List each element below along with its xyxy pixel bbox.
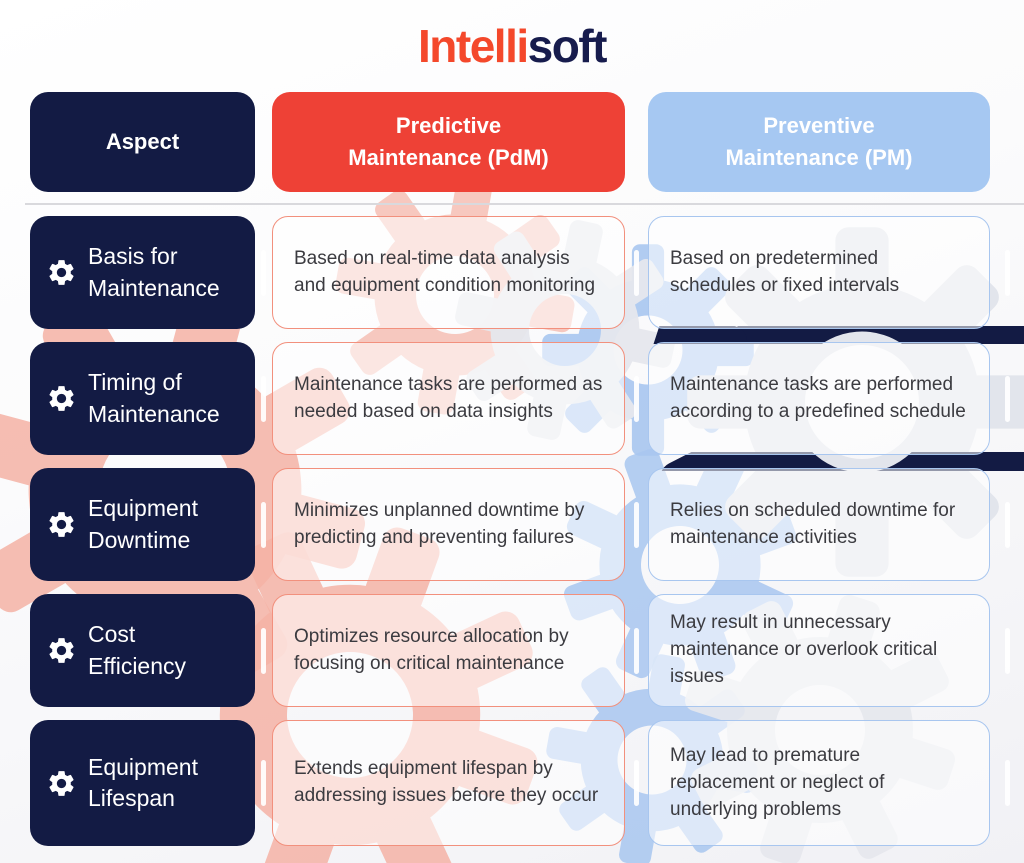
aspect-pill: Equipment Downtime (30, 468, 255, 582)
logo-text-intelli: Intelli (418, 20, 529, 72)
aspect-pill: Equipment Lifespan (30, 720, 255, 847)
aspect-label: Equipment Downtime (88, 495, 198, 553)
pdm-card: Optimizes resource allocation by focusin… (272, 594, 625, 708)
pdm-text: Optimizes resource allocation by focusin… (294, 625, 569, 674)
pm-text: Relies on scheduled downtime for mainten… (670, 499, 956, 548)
column-separator-dash (634, 760, 639, 807)
pdm-text: Based on real-time data analysis and equ… (294, 247, 596, 296)
header-aspect: Aspect (30, 92, 255, 193)
column-separator-dash (634, 375, 639, 422)
pm-text: Based on predetermined schedules or fixe… (670, 247, 900, 296)
pdm-text: Minimizes unplanned downtime by predicti… (294, 499, 585, 548)
column-separator-dash (634, 249, 639, 296)
table-header-row: Aspect Predictive Maintenance (PdM) Prev… (0, 92, 1024, 193)
aspect-label: Cost Efficiency (88, 621, 187, 679)
pdm-card: Maintenance tasks are performed as neede… (272, 342, 625, 456)
column-separator-dash (634, 627, 639, 674)
pdm-card: Minimizes unplanned downtime by predicti… (272, 468, 625, 582)
header-pdm-label: Predictive Maintenance (PdM) (348, 113, 549, 171)
header-preventive-maintenance: Preventive Maintenance (PM) (648, 92, 990, 193)
header-divider (25, 203, 1024, 206)
table-row: Cost Efficiency Optimizes resource alloc… (0, 594, 1024, 708)
aspect-label: Timing of Maintenance (88, 369, 220, 427)
table-row: Equipment Downtime Minimizes unplanned d… (0, 468, 1024, 582)
column-separator-dash (1005, 627, 1010, 674)
table-row: Basis for Maintenance Based on real-time… (0, 216, 1024, 330)
column-separator-dash (1005, 375, 1010, 422)
aspect-pill: Cost Efficiency (30, 594, 255, 708)
logo: Intellisoft (0, 0, 1024, 70)
pm-card: May result in unnecessary maintenance or… (648, 594, 990, 708)
column-separator-dash (1005, 249, 1010, 296)
comparison-rows: Basis for Maintenance Based on real-time… (0, 216, 1024, 847)
gear-icon (49, 512, 74, 538)
header-predictive-maintenance: Predictive Maintenance (PdM) (272, 92, 625, 193)
column-separator-dash (1005, 501, 1010, 548)
column-separator-dash (261, 249, 266, 296)
pm-text: May result in unnecessary maintenance or… (670, 612, 938, 688)
aspect-label: Basis for Maintenance (88, 243, 220, 301)
gear-icon (49, 260, 74, 286)
column-separator-dash (261, 501, 266, 548)
logo-text-soft: soft (527, 20, 608, 72)
aspect-pill: Timing of Maintenance (30, 342, 255, 456)
pdm-text: Maintenance tasks are performed as neede… (294, 373, 603, 422)
column-separator-dash (1005, 760, 1010, 807)
column-separator-dash (261, 375, 266, 422)
pm-card: Maintenance tasks are performed accordin… (648, 342, 990, 456)
pdm-card: Extends equipment lifespan by addressing… (272, 720, 625, 847)
header-aspect-label: Aspect (105, 129, 180, 155)
pm-text: Maintenance tasks are performed accordin… (670, 373, 966, 422)
pdm-card: Based on real-time data analysis and equ… (272, 216, 625, 330)
gear-icon (49, 770, 74, 796)
aspect-pill: Basis for Maintenance (30, 216, 255, 330)
gear-icon (49, 638, 74, 664)
column-separator-dash (634, 501, 639, 548)
pm-card: May lead to premature replacement or neg… (648, 720, 990, 847)
pm-card: Based on predetermined schedules or fixe… (648, 216, 990, 330)
pm-card: Relies on scheduled downtime for mainten… (648, 468, 990, 582)
pm-text: May lead to premature replacement or neg… (670, 744, 885, 820)
table-row: Equipment Lifespan Extends equipment lif… (0, 720, 1024, 847)
table-row: Timing of Maintenance Maintenance tasks … (0, 342, 1024, 456)
column-separator-dash (261, 627, 266, 674)
header-pm-label: Preventive Maintenance (PM) (725, 113, 913, 171)
aspect-label: Equipment Lifespan (88, 753, 198, 812)
column-separator-dash (261, 760, 266, 807)
gear-icon (49, 386, 74, 412)
pdm-text: Extends equipment lifespan by addressing… (294, 758, 599, 807)
